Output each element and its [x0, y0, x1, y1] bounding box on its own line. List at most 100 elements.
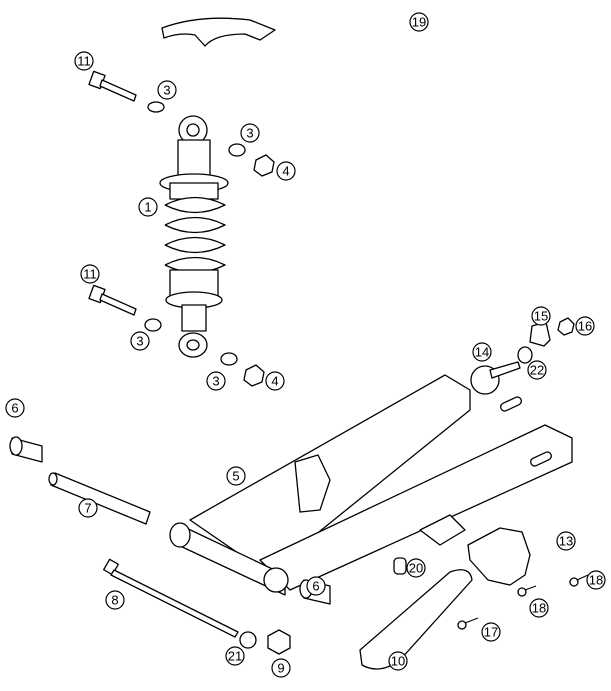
callout-lower-bolt: 11	[80, 264, 100, 284]
callout-circle	[388, 651, 408, 671]
callout-slider-screw: 17	[481, 622, 501, 642]
callout-swingarm: 5	[226, 466, 246, 486]
upper-bolt	[88, 70, 137, 102]
callout-hook-wrench: 19	[409, 12, 429, 32]
callout-bushing-left: 6	[5, 398, 25, 418]
callout-number: 11	[77, 54, 91, 69]
callout-upper-nut: 4	[276, 161, 296, 181]
callout-number: 16	[578, 319, 592, 334]
callout-circle	[409, 12, 429, 32]
lower-nut	[243, 364, 265, 387]
callout-circle	[406, 558, 426, 578]
callout-number: 14	[475, 345, 489, 360]
callout-sleeve: 7	[78, 498, 98, 518]
axle-nut	[267, 629, 291, 655]
callout-circle	[80, 264, 100, 284]
bracket-nut	[557, 317, 575, 336]
callout-circle	[575, 316, 595, 336]
upper-washer-left	[147, 101, 165, 113]
callout-number: 8	[111, 593, 118, 608]
callout-upper-washer-left: 3	[157, 80, 177, 100]
callout-circle	[481, 622, 501, 642]
callout-circle	[531, 306, 551, 326]
callout-lower-nut: 4	[265, 371, 285, 391]
callout-chain-guide: 13	[556, 531, 576, 551]
callout-circle	[74, 51, 94, 71]
callout-chain-roller: 14	[472, 342, 492, 362]
callout-axle-washer: 21	[225, 646, 245, 666]
callout-circle	[226, 466, 246, 486]
callout-chain-slider: 10	[388, 651, 408, 671]
callout-number: 4	[271, 374, 278, 389]
callout-circle	[265, 371, 285, 391]
upper-nut	[253, 154, 275, 177]
callout-number: 6	[312, 579, 319, 594]
callout-guide-screw-lower: 18	[529, 598, 549, 618]
callout-circle	[225, 646, 245, 666]
callout-small-bushing: 20	[406, 558, 426, 578]
callout-guide-screw-upper: 18	[586, 570, 606, 590]
callout-number: 10	[391, 654, 405, 669]
hook-wrench	[161, 17, 276, 47]
guide-screw-lower	[517, 585, 537, 597]
callout-circle	[105, 590, 125, 610]
callout-number: 3	[136, 334, 143, 349]
callout-number: 20	[409, 561, 423, 576]
lower-washer-left	[144, 318, 162, 332]
slider-screw	[457, 617, 479, 630]
callout-circle	[206, 371, 226, 391]
callout-circle	[306, 576, 326, 596]
callout-circle	[556, 531, 576, 551]
callout-circle	[527, 360, 547, 380]
callout-number: 7	[84, 501, 91, 516]
lower-washer-right	[220, 352, 238, 366]
spacer	[517, 346, 533, 364]
callout-number: 6	[11, 401, 18, 416]
swingarm-axle	[103, 558, 239, 638]
callout-swingarm-axle: 8	[105, 590, 125, 610]
callout-circle	[130, 331, 150, 351]
callout-circle	[529, 598, 549, 618]
bushing-left	[9, 436, 43, 463]
callout-axle-nut: 9	[271, 658, 291, 678]
callout-number: 21	[228, 649, 242, 664]
callout-circle	[78, 498, 98, 518]
callout-circle	[472, 342, 492, 362]
callout-circle	[586, 570, 606, 590]
shock-absorber	[159, 115, 229, 358]
callout-circle	[138, 197, 158, 217]
chain-guide	[467, 527, 531, 586]
callout-lower-washer-left: 3	[130, 331, 150, 351]
callout-number: 17	[484, 625, 498, 640]
callout-circle	[5, 398, 25, 418]
callout-spacer: 22	[527, 360, 547, 380]
guide-screw-upper	[569, 574, 589, 587]
callout-number: 3	[212, 374, 219, 389]
callout-number: 18	[589, 573, 603, 588]
callout-circle	[240, 123, 260, 143]
callout-number: 11	[83, 267, 97, 282]
callout-circle	[157, 80, 177, 100]
callout-number: 15	[534, 309, 548, 324]
callout-lower-washer-right: 3	[206, 371, 226, 391]
swingarm	[169, 374, 573, 596]
callout-circle	[276, 161, 296, 181]
callout-upper-washer-right: 3	[240, 123, 260, 143]
callout-number: 13	[559, 534, 573, 549]
callout-shock-absorber: 1	[138, 197, 158, 217]
callout-number: 3	[163, 83, 170, 98]
sleeve	[48, 472, 151, 525]
upper-washer-right	[228, 143, 246, 157]
callout-circle	[271, 658, 291, 678]
callout-number: 22	[530, 363, 544, 378]
callout-number: 4	[282, 164, 289, 179]
callout-number: 9	[277, 661, 284, 676]
callout-number: 1	[144, 200, 151, 215]
callout-bracket: 15	[531, 306, 551, 326]
callout-number: 18	[532, 601, 546, 616]
callout-number: 3	[246, 126, 253, 141]
chain-roller	[470, 361, 521, 395]
callout-bracket-nut: 16	[575, 316, 595, 336]
